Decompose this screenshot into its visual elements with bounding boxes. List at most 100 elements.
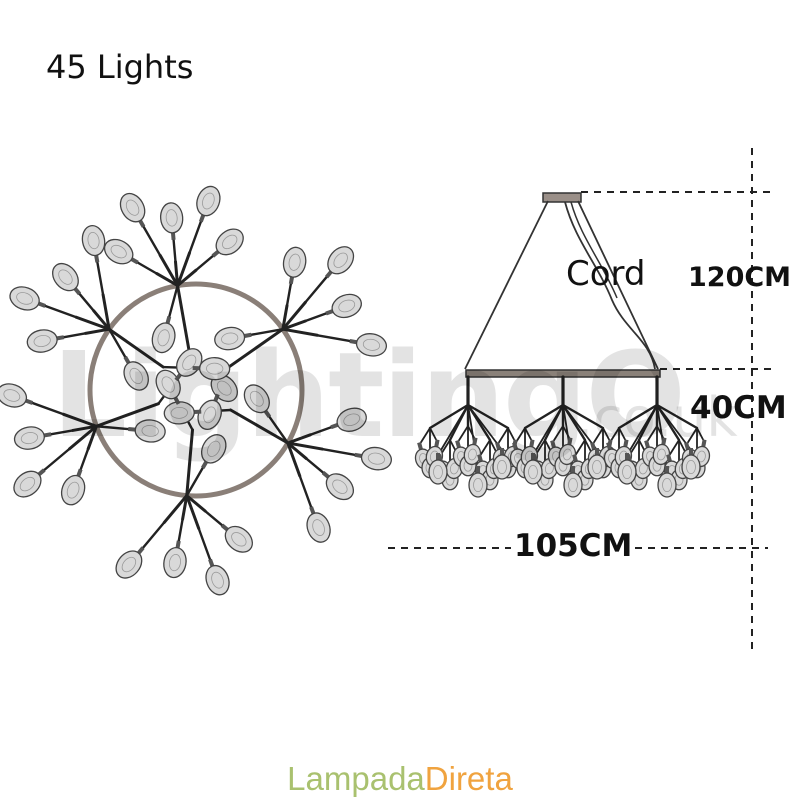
bulb-texture — [182, 354, 197, 371]
branch-stem — [158, 253, 180, 288]
light-bulb — [13, 426, 52, 450]
branch-stem — [86, 424, 98, 451]
light-bulb — [428, 453, 448, 485]
branch-stem — [298, 474, 313, 510]
bulb-socket — [211, 250, 220, 258]
bulb-texture — [592, 459, 602, 474]
bulb-texture — [686, 459, 696, 474]
branch-stem — [174, 260, 180, 288]
branch-stem — [285, 280, 293, 307]
bulb-socket — [128, 427, 136, 432]
bulb-texture — [221, 332, 239, 345]
branch-stem — [281, 319, 307, 331]
bulb-texture — [231, 532, 247, 547]
bulb-texture — [129, 367, 143, 385]
branch-stem — [562, 404, 598, 451]
branch-stem — [496, 427, 509, 446]
branch-stem — [95, 425, 132, 431]
bulb-shell — [563, 472, 583, 498]
branch-stem — [101, 293, 111, 331]
light-bulb — [463, 437, 482, 466]
bulb-texture — [33, 335, 51, 348]
bulb-texture — [473, 477, 483, 492]
bulb-socket — [606, 442, 612, 450]
bulb-socket — [625, 453, 629, 460]
branch-stem — [286, 441, 302, 478]
bulb-texture — [207, 440, 221, 457]
power-cord-inner — [570, 201, 618, 299]
bulb-socket — [623, 439, 629, 448]
bulb-socket — [170, 232, 176, 240]
bulb-socket — [43, 432, 52, 438]
bulb-socket — [644, 440, 650, 448]
bulb-shell — [9, 286, 40, 311]
branch-stem — [286, 433, 312, 445]
bulb-shell — [224, 525, 253, 553]
bulb-socket — [288, 276, 295, 285]
bulb-texture — [288, 253, 301, 271]
bulb-texture — [696, 450, 706, 463]
bulb-texture — [110, 244, 127, 259]
bulb-shell — [200, 434, 227, 464]
bulb-shell — [523, 459, 543, 485]
branch-stem — [267, 413, 289, 445]
branch-stem — [185, 494, 201, 530]
bulb-texture — [622, 464, 632, 479]
light-bulb — [468, 466, 488, 498]
ceiling-canopy — [542, 192, 582, 203]
bulb-socket — [572, 454, 578, 462]
branch-stem — [176, 251, 192, 288]
light-bulb — [321, 471, 355, 501]
bulb-texture — [338, 299, 356, 313]
branch-stem — [68, 424, 98, 451]
bulb-shell — [151, 322, 176, 354]
branch-stem — [197, 527, 212, 563]
bulb-texture — [332, 479, 348, 494]
bulb-socket — [590, 442, 596, 450]
bulb-shell — [60, 474, 86, 506]
bulb-socket — [138, 219, 146, 228]
branch-stem — [167, 284, 179, 320]
bulb-socket — [175, 540, 181, 549]
light-bulb — [200, 434, 227, 469]
branch-stem — [281, 300, 307, 331]
branch-stem — [617, 403, 659, 430]
branch-stem — [107, 327, 165, 369]
bulb-shell — [26, 329, 58, 353]
bulb-texture — [497, 459, 507, 474]
branch-stem — [140, 521, 166, 551]
light-bulb — [558, 437, 577, 466]
bulb-shell — [163, 547, 187, 579]
bulb-texture — [19, 476, 36, 492]
bulb-shell — [331, 293, 362, 319]
branch-stem — [95, 259, 105, 296]
bulb-socket — [495, 442, 501, 450]
bulb-socket — [220, 523, 229, 532]
branch-stem — [172, 236, 177, 263]
bulb-shell — [205, 564, 230, 596]
bulb-shell — [428, 459, 448, 485]
bulb-shell — [657, 472, 677, 498]
branch-stem — [561, 403, 605, 430]
light-bulb — [159, 202, 184, 240]
bulb-texture — [203, 406, 217, 424]
light-bulb — [492, 448, 512, 480]
bulb-texture — [433, 464, 443, 479]
width-label: 105CM — [511, 528, 636, 564]
cord-label: Cord — [566, 254, 646, 294]
bulb-socket — [38, 301, 46, 308]
bulb-socket — [531, 453, 535, 460]
bulb-socket — [330, 422, 339, 430]
bulb-texture — [20, 432, 39, 445]
bulb-socket — [689, 448, 693, 455]
branch-stem — [418, 427, 431, 446]
bulb-shell — [325, 473, 355, 501]
bulb-socket — [201, 460, 208, 469]
light-bulb — [196, 185, 221, 223]
bulb-socket — [76, 468, 83, 477]
bulb-texture — [206, 362, 224, 375]
bulb-shell — [13, 470, 42, 498]
bulb-texture — [528, 464, 538, 479]
light-bulb — [354, 446, 392, 471]
